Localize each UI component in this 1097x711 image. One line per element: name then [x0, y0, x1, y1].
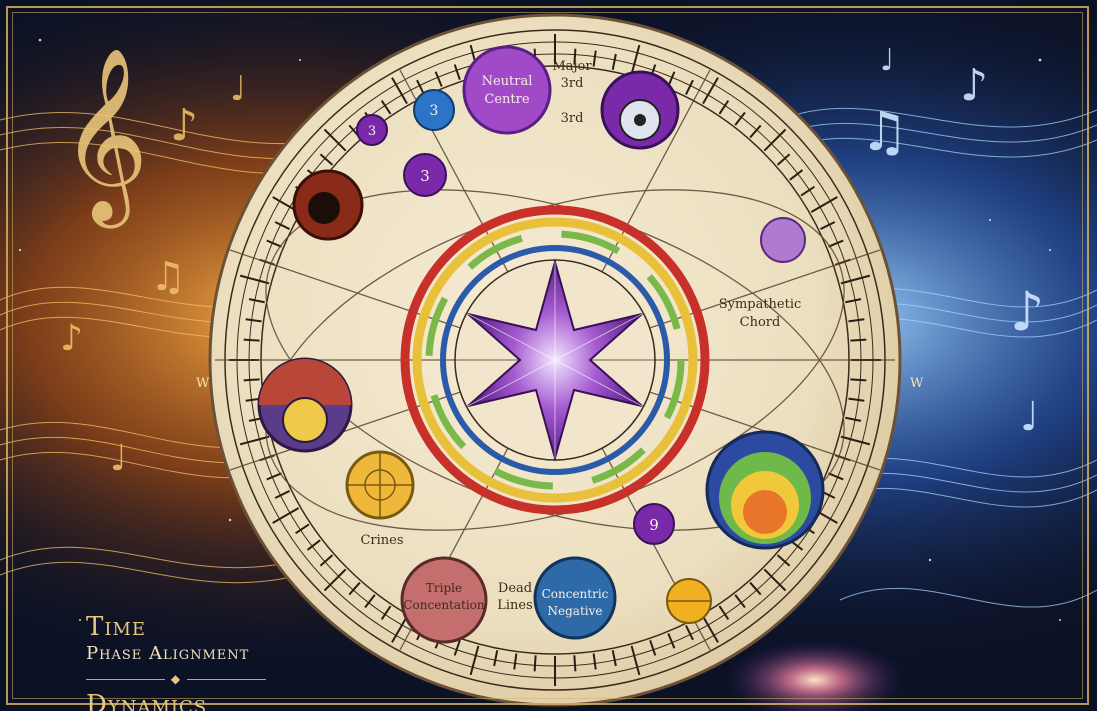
music-note-icon: ♪ — [1010, 280, 1044, 343]
ring-tick — [535, 655, 536, 671]
music-note-icon: ♩ — [110, 438, 127, 479]
west-left-label: W — [196, 376, 210, 391]
dead-lines-label-2: Lines — [497, 598, 533, 613]
sympathetic-chord-label-1: Sympathetic — [719, 297, 802, 312]
triple-concentation-label-1: Triple — [426, 581, 462, 595]
num-3-label-c: 3 — [420, 167, 430, 185]
music-note-icon: ♪ — [60, 318, 83, 359]
third-label: 3rd — [561, 111, 584, 126]
num-9-label: 9 — [649, 516, 659, 534]
sympathetic-chord-label-2: Chord — [740, 315, 781, 330]
west-right-label: W — [910, 376, 924, 391]
ring-tick — [244, 340, 260, 341]
music-note-icon: ♪ — [960, 60, 988, 111]
ring-tick — [574, 655, 575, 671]
crines-label: Crines — [360, 533, 403, 548]
music-note-icon: ♫ — [860, 100, 908, 163]
ring-tick — [244, 379, 260, 380]
ring-tick — [850, 340, 866, 341]
major-3rd-label-2: 3rd — [561, 76, 584, 91]
neutral-centre-label-1: Neutral — [482, 74, 533, 89]
music-note-icon: ♩ — [230, 69, 246, 109]
major-3rd-label-1: Major — [552, 59, 592, 74]
triple-concentation-label-2: Concentation — [403, 598, 485, 612]
caption-time: Time — [86, 612, 326, 642]
num-3-label-a: 3 — [368, 124, 376, 139]
concentric-negative-label-2: Negative — [548, 604, 603, 618]
caption-phase-alignment: Phase Alignment — [86, 642, 326, 666]
neutral-centre-label-2: Centre — [484, 92, 529, 107]
treble-clef-icon: 𝄞 — [60, 47, 149, 229]
ring-tick — [850, 379, 866, 380]
diamond-icon: ◆ — [165, 672, 187, 686]
music-note-icon: ♩ — [1020, 394, 1039, 440]
music-note-icon: ♩ — [880, 43, 894, 78]
harmonic-wheel — [210, 15, 900, 705]
dead-lines-label-1: Dead — [498, 581, 532, 596]
music-note-icon: ♫ — [150, 254, 186, 300]
num-3-label-b: 3 — [430, 103, 439, 119]
music-note-icon: ♪ — [170, 100, 198, 151]
caption-dynamics: Dynamics — [86, 690, 326, 711]
caption-divider: ◆ — [86, 672, 266, 686]
concentric-negative-label-1: Concentric — [542, 587, 609, 601]
caption-block: Time Phase Alignment ◆ Dynamics — [86, 612, 326, 711]
